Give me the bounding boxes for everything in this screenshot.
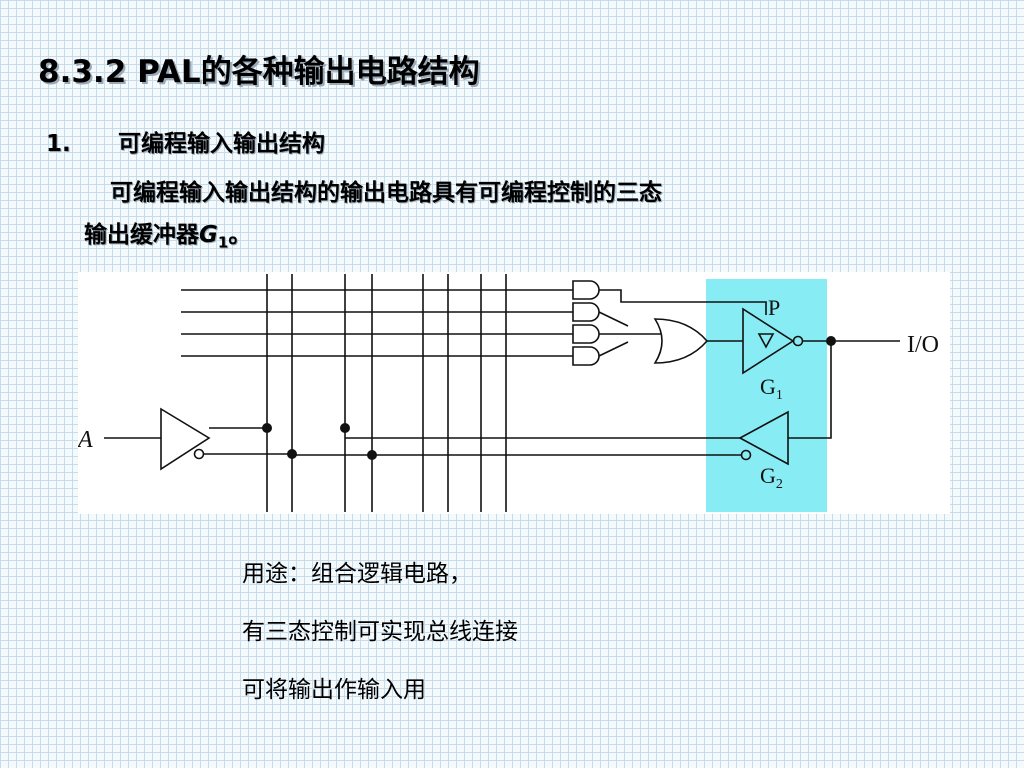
- g2-label: G2: [760, 463, 783, 492]
- enable-p-wire: [599, 289, 767, 315]
- g1-buffer: [742, 307, 795, 375]
- pal-io-circuit-diagram: A P I/O G1 G2: [78, 272, 950, 514]
- input-a-buffer: [160, 407, 211, 471]
- junction-dot-2: [287, 449, 297, 459]
- description-line-2: 输出缓冲器G1。: [84, 222, 252, 252]
- io-label: I/O: [907, 332, 939, 358]
- junction-dot-1: [262, 423, 272, 433]
- section-heading: 1. 可编程输入输出结构: [46, 124, 325, 164]
- enable-p-label: P: [768, 295, 780, 320]
- g1-label: G1: [760, 374, 783, 403]
- gate-symbol-g: G: [199, 222, 218, 248]
- usage-line-1: 用途：组合逻辑电路，: [242, 561, 472, 587]
- and4-to-or-wire: [598, 341, 629, 357]
- input-a-inversion-bubble: [193, 448, 205, 460]
- diagram-labels: A P I/O G1 G2: [78, 295, 939, 492]
- input-a-label: A: [78, 427, 93, 453]
- g2-buffer: [738, 410, 789, 466]
- and-gate-2: [572, 302, 600, 322]
- usage-line-3: 可将输出作输入用: [242, 677, 426, 703]
- title-text: 的各种输出电路结构: [200, 54, 480, 90]
- and-gate-4: [572, 346, 600, 366]
- gate-subscript: 1: [217, 233, 229, 252]
- section-number: 1.: [46, 131, 71, 157]
- description-paragraph: 可编程输入输出结构的输出电路具有可编程控制的三态 输出缓冲器G1。: [84, 172, 964, 264]
- title-number: 8.3.2: [38, 54, 127, 90]
- junction-dot-output: [826, 336, 836, 346]
- g2-inversion-bubble: [740, 449, 752, 461]
- title-pal: PAL: [137, 54, 201, 90]
- section-heading-text: 可编程输入输出结构: [118, 131, 325, 157]
- feedback-wire: [788, 341, 832, 439]
- and-gate-3: [572, 324, 600, 344]
- usage-line-2: 有三态控制可实现总线连接: [242, 619, 518, 645]
- tristate-highlight-box: [706, 279, 827, 512]
- slide-title: 8.3.2 PAL的各种输出电路结构: [38, 50, 480, 94]
- and-gate-1: [572, 280, 600, 300]
- g1-inner-triangle: [757, 333, 775, 349]
- g1-inversion-bubble: [792, 335, 804, 347]
- circuit-lines: [104, 274, 900, 512]
- description-line-1: 可编程输入输出结构的输出电路具有可编程控制的三态: [110, 180, 662, 206]
- junction-dot-4: [367, 450, 377, 460]
- usage-notes: 用途：组合逻辑电路， 有三态控制可实现总线连接 可将输出作输入用: [242, 545, 518, 719]
- junction-dot-3: [340, 423, 350, 433]
- and2-to-or-wire: [598, 311, 629, 327]
- junction-dots: [262, 336, 836, 460]
- or-gate: [653, 318, 709, 364]
